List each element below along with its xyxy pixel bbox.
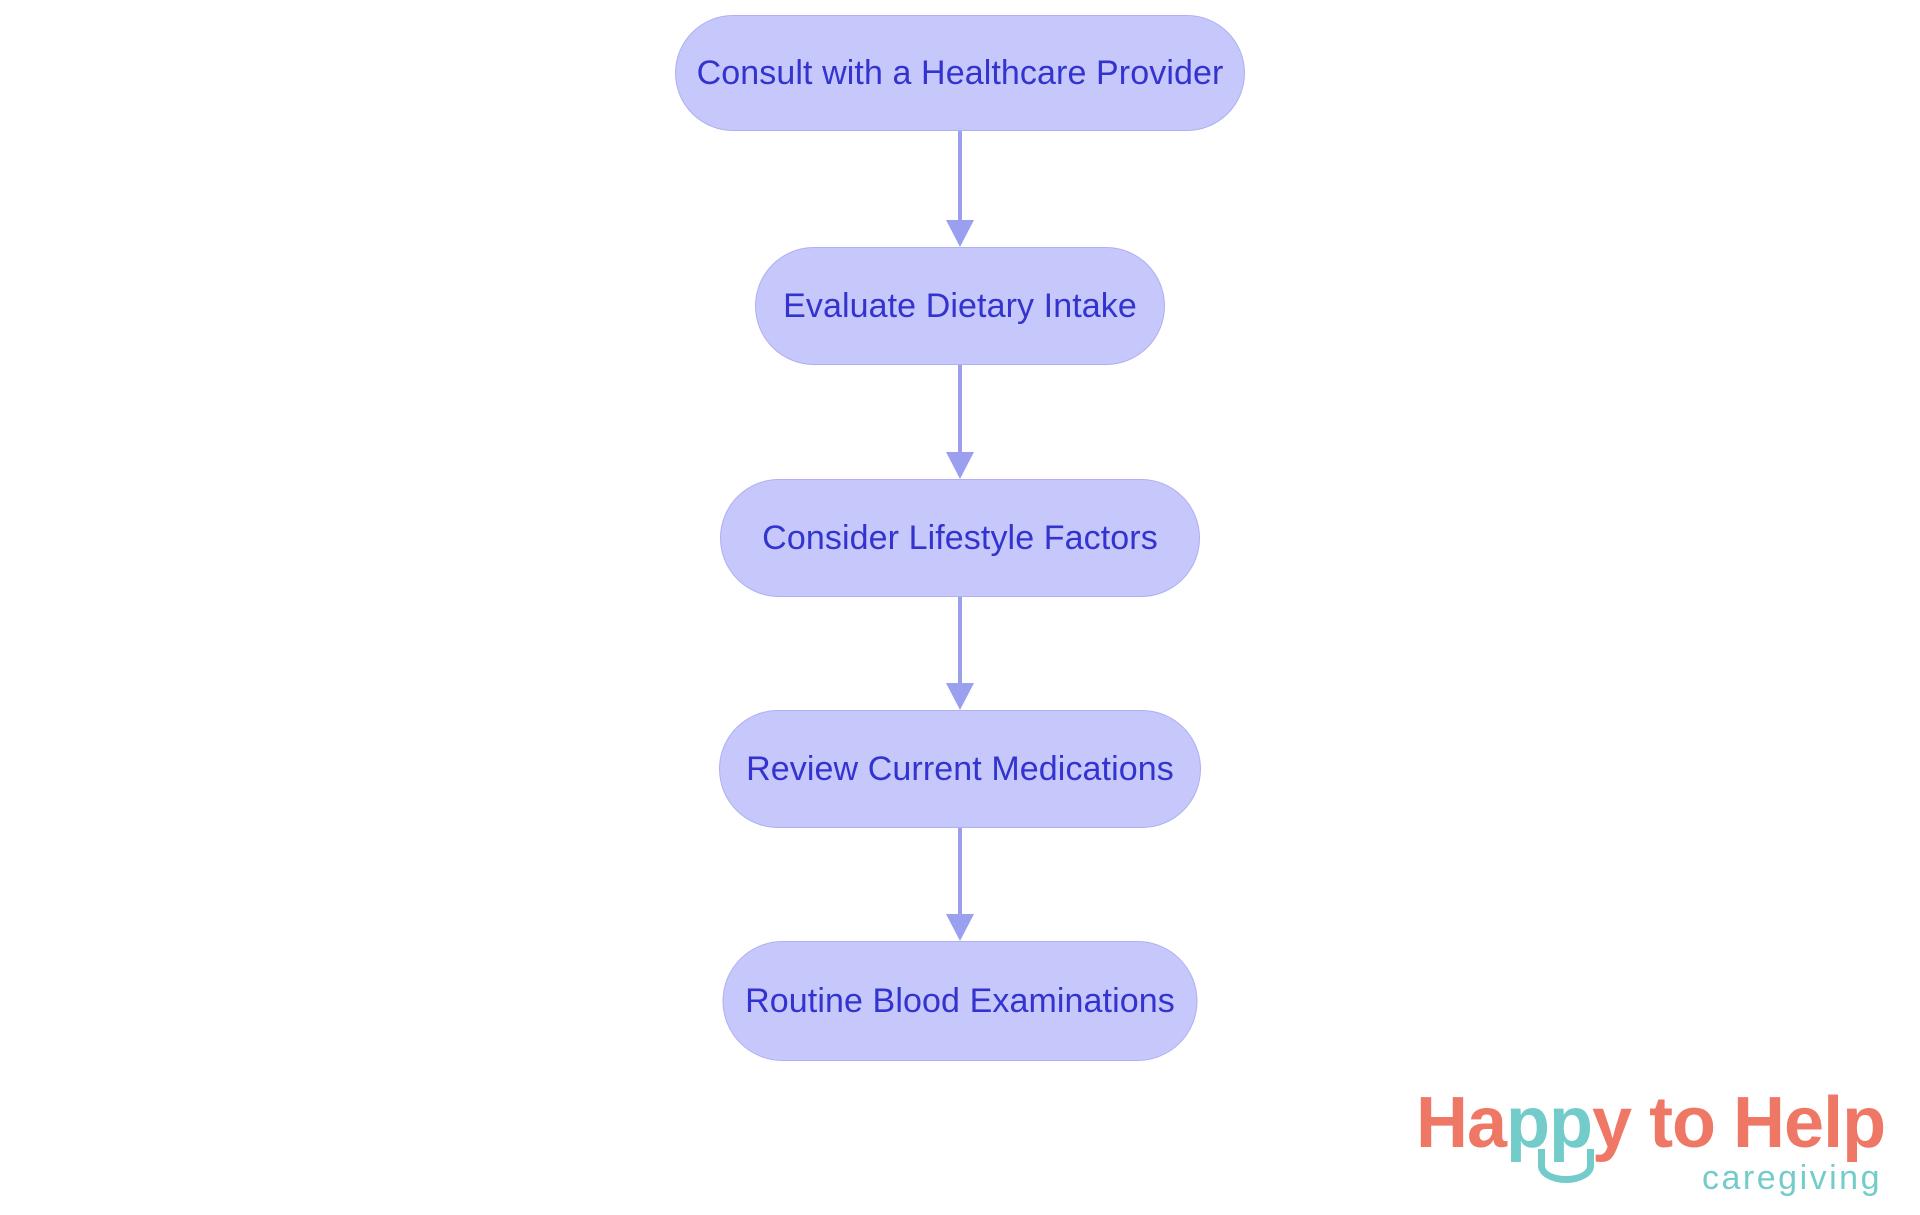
flow-connector-3-to-4	[945, 597, 975, 710]
logo-happy-part3: y	[1592, 1083, 1632, 1163]
logo-word-help: Help	[1733, 1083, 1886, 1163]
flowchart-diagram: Consult with a Healthcare Provider Evalu…	[675, 15, 1245, 1061]
connector-line	[958, 365, 962, 452]
flow-connector-2-to-3	[945, 365, 975, 479]
connector-line	[958, 131, 962, 220]
flow-node-label: Consider Lifestyle Factors	[762, 519, 1158, 557]
flow-node-consider-lifestyle-factors[interactable]: Consider Lifestyle Factors	[720, 479, 1200, 597]
connector-line	[958, 597, 962, 683]
smile-arc-icon	[1538, 1149, 1594, 1183]
arrowhead-down-icon	[946, 683, 974, 710]
logo-tagline: caregiving	[1702, 1159, 1882, 1197]
flow-connector-4-to-5	[945, 828, 975, 941]
flow-node-label: Routine Blood Examinations	[745, 982, 1175, 1020]
flow-node-label: Evaluate Dietary Intake	[783, 287, 1137, 325]
flow-node-review-current-medications[interactable]: Review Current Medications	[719, 710, 1201, 828]
logo-word-to: to	[1649, 1083, 1716, 1163]
arrowhead-down-icon	[946, 220, 974, 247]
logo-happy-part1: Ha	[1416, 1083, 1507, 1163]
arrowhead-down-icon	[946, 914, 974, 941]
flow-node-evaluate-dietary-intake[interactable]: Evaluate Dietary Intake	[755, 247, 1165, 365]
flow-node-label: Consult with a Healthcare Provider	[696, 54, 1224, 92]
flow-node-label: Review Current Medications	[746, 750, 1174, 788]
logo-happy-part2: pp	[1506, 1083, 1593, 1163]
arrowhead-down-icon	[946, 452, 974, 479]
flow-node-consult-healthcare-provider[interactable]: Consult with a Healthcare Provider	[675, 15, 1245, 131]
flow-connector-1-to-2	[945, 131, 975, 247]
connector-line	[958, 828, 962, 914]
flow-node-routine-blood-examinations[interactable]: Routine Blood Examinations	[722, 941, 1198, 1061]
